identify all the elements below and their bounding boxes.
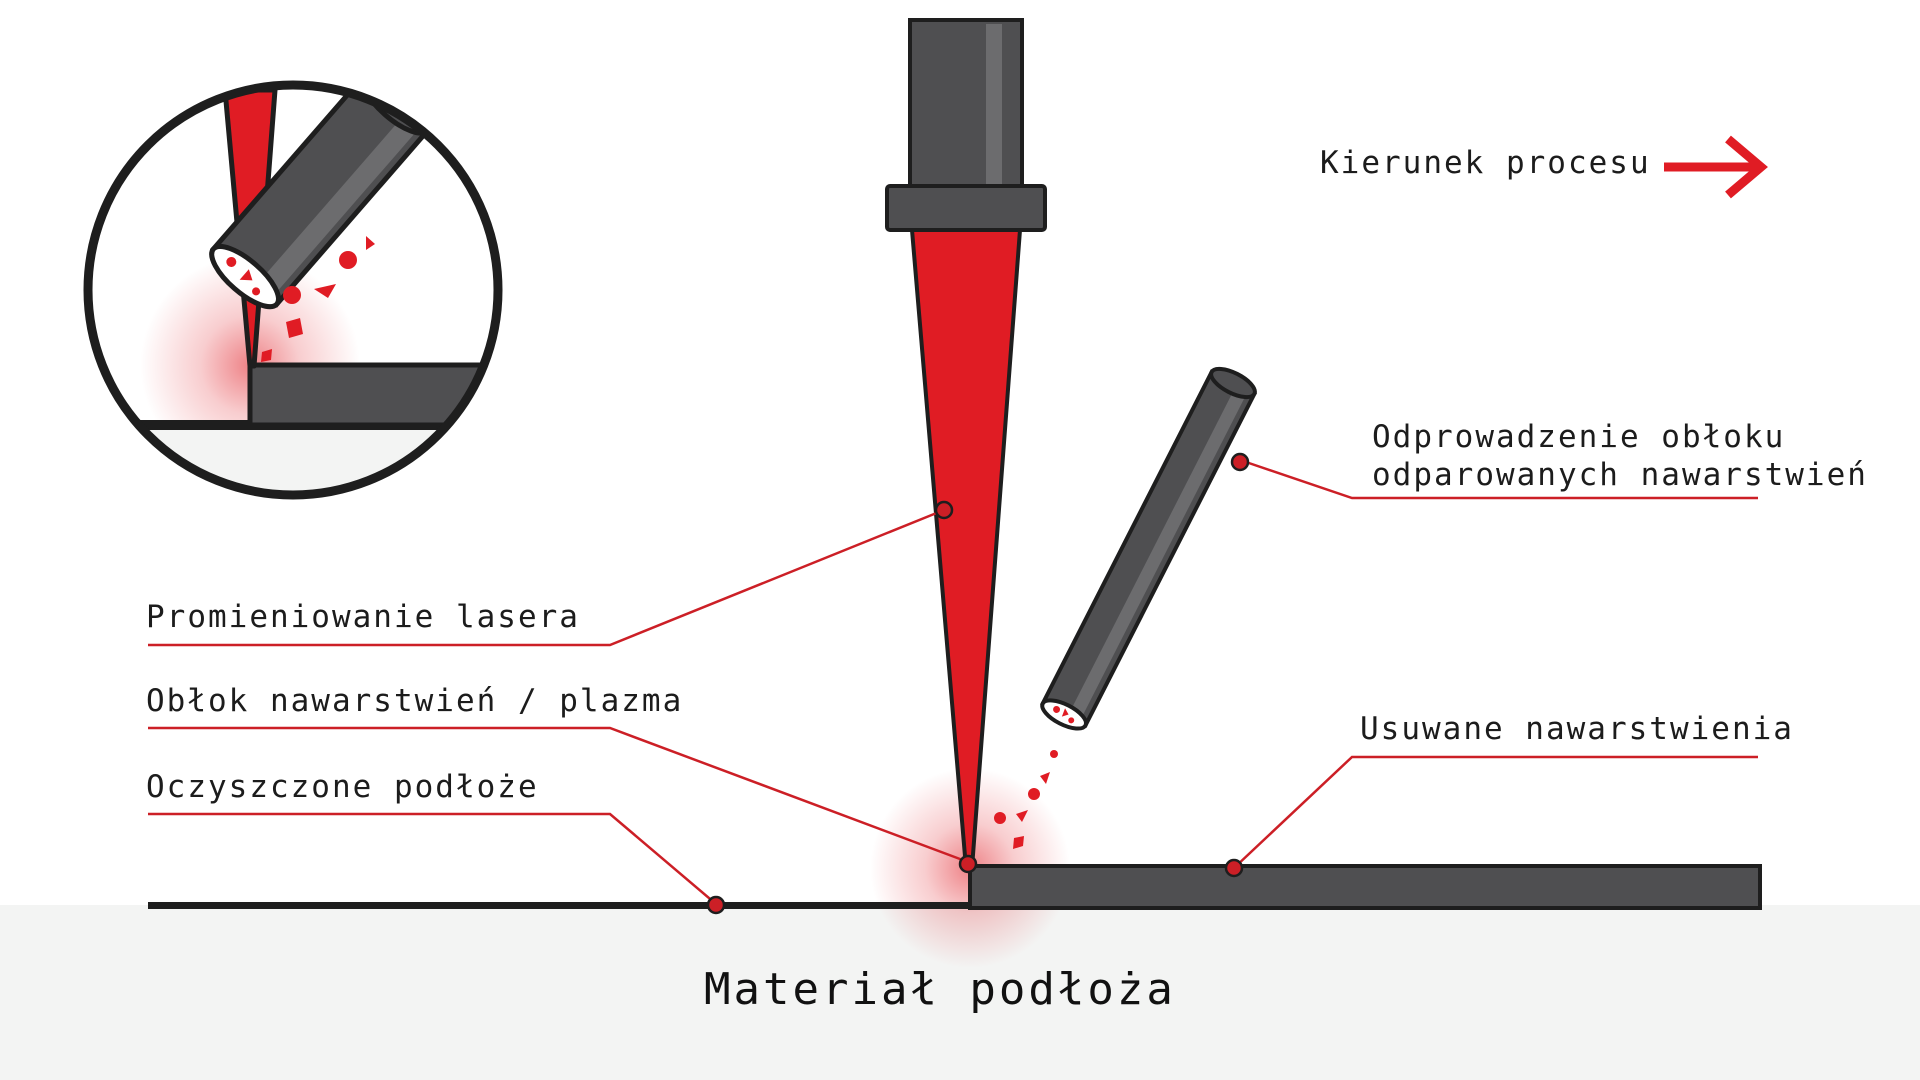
laser-radiation-label: Promieniowanie lasera [146,599,580,635]
magnified-detail-inset [83,80,503,500]
process-direction-label: Kierunek procesu [1320,145,1651,181]
marker-cleaned-substrate [706,895,726,915]
deposit-layer [968,864,1762,910]
leader-laser-radiation [148,508,945,647]
particle-stream [994,750,1058,849]
marker-removed-deposits [1224,858,1244,878]
leader-exhaust [1239,458,1758,500]
exhaust-label-line2: odparowanych nawarstwień [1372,457,1868,493]
cleaned-substrate-surface [148,902,970,909]
removed-deposits-label: Usuwane nawarstwienia [1360,711,1794,747]
substrate-material-label: Materiał podłoża [704,964,1176,1015]
cleaned-substrate-label: Oczyszczone podłoże [146,769,539,805]
laser-head [885,18,1047,232]
marker-exhaust [1230,452,1250,472]
exhaust-tube [1040,366,1258,731]
leader-cleaned-substrate [148,812,717,905]
plasma-cloud-label: Obłok nawarstwień / plazma [146,683,684,719]
leader-plasma-cloud [148,726,969,864]
laser-beam [910,228,1022,870]
arrow-right-icon [1664,135,1768,199]
exhaust-label-line1: Odprowadzenie obłoku [1372,419,1786,455]
marker-laser-radiation [934,500,954,520]
leader-removed-deposits [1233,755,1758,869]
marker-plasma-cloud [958,854,978,874]
